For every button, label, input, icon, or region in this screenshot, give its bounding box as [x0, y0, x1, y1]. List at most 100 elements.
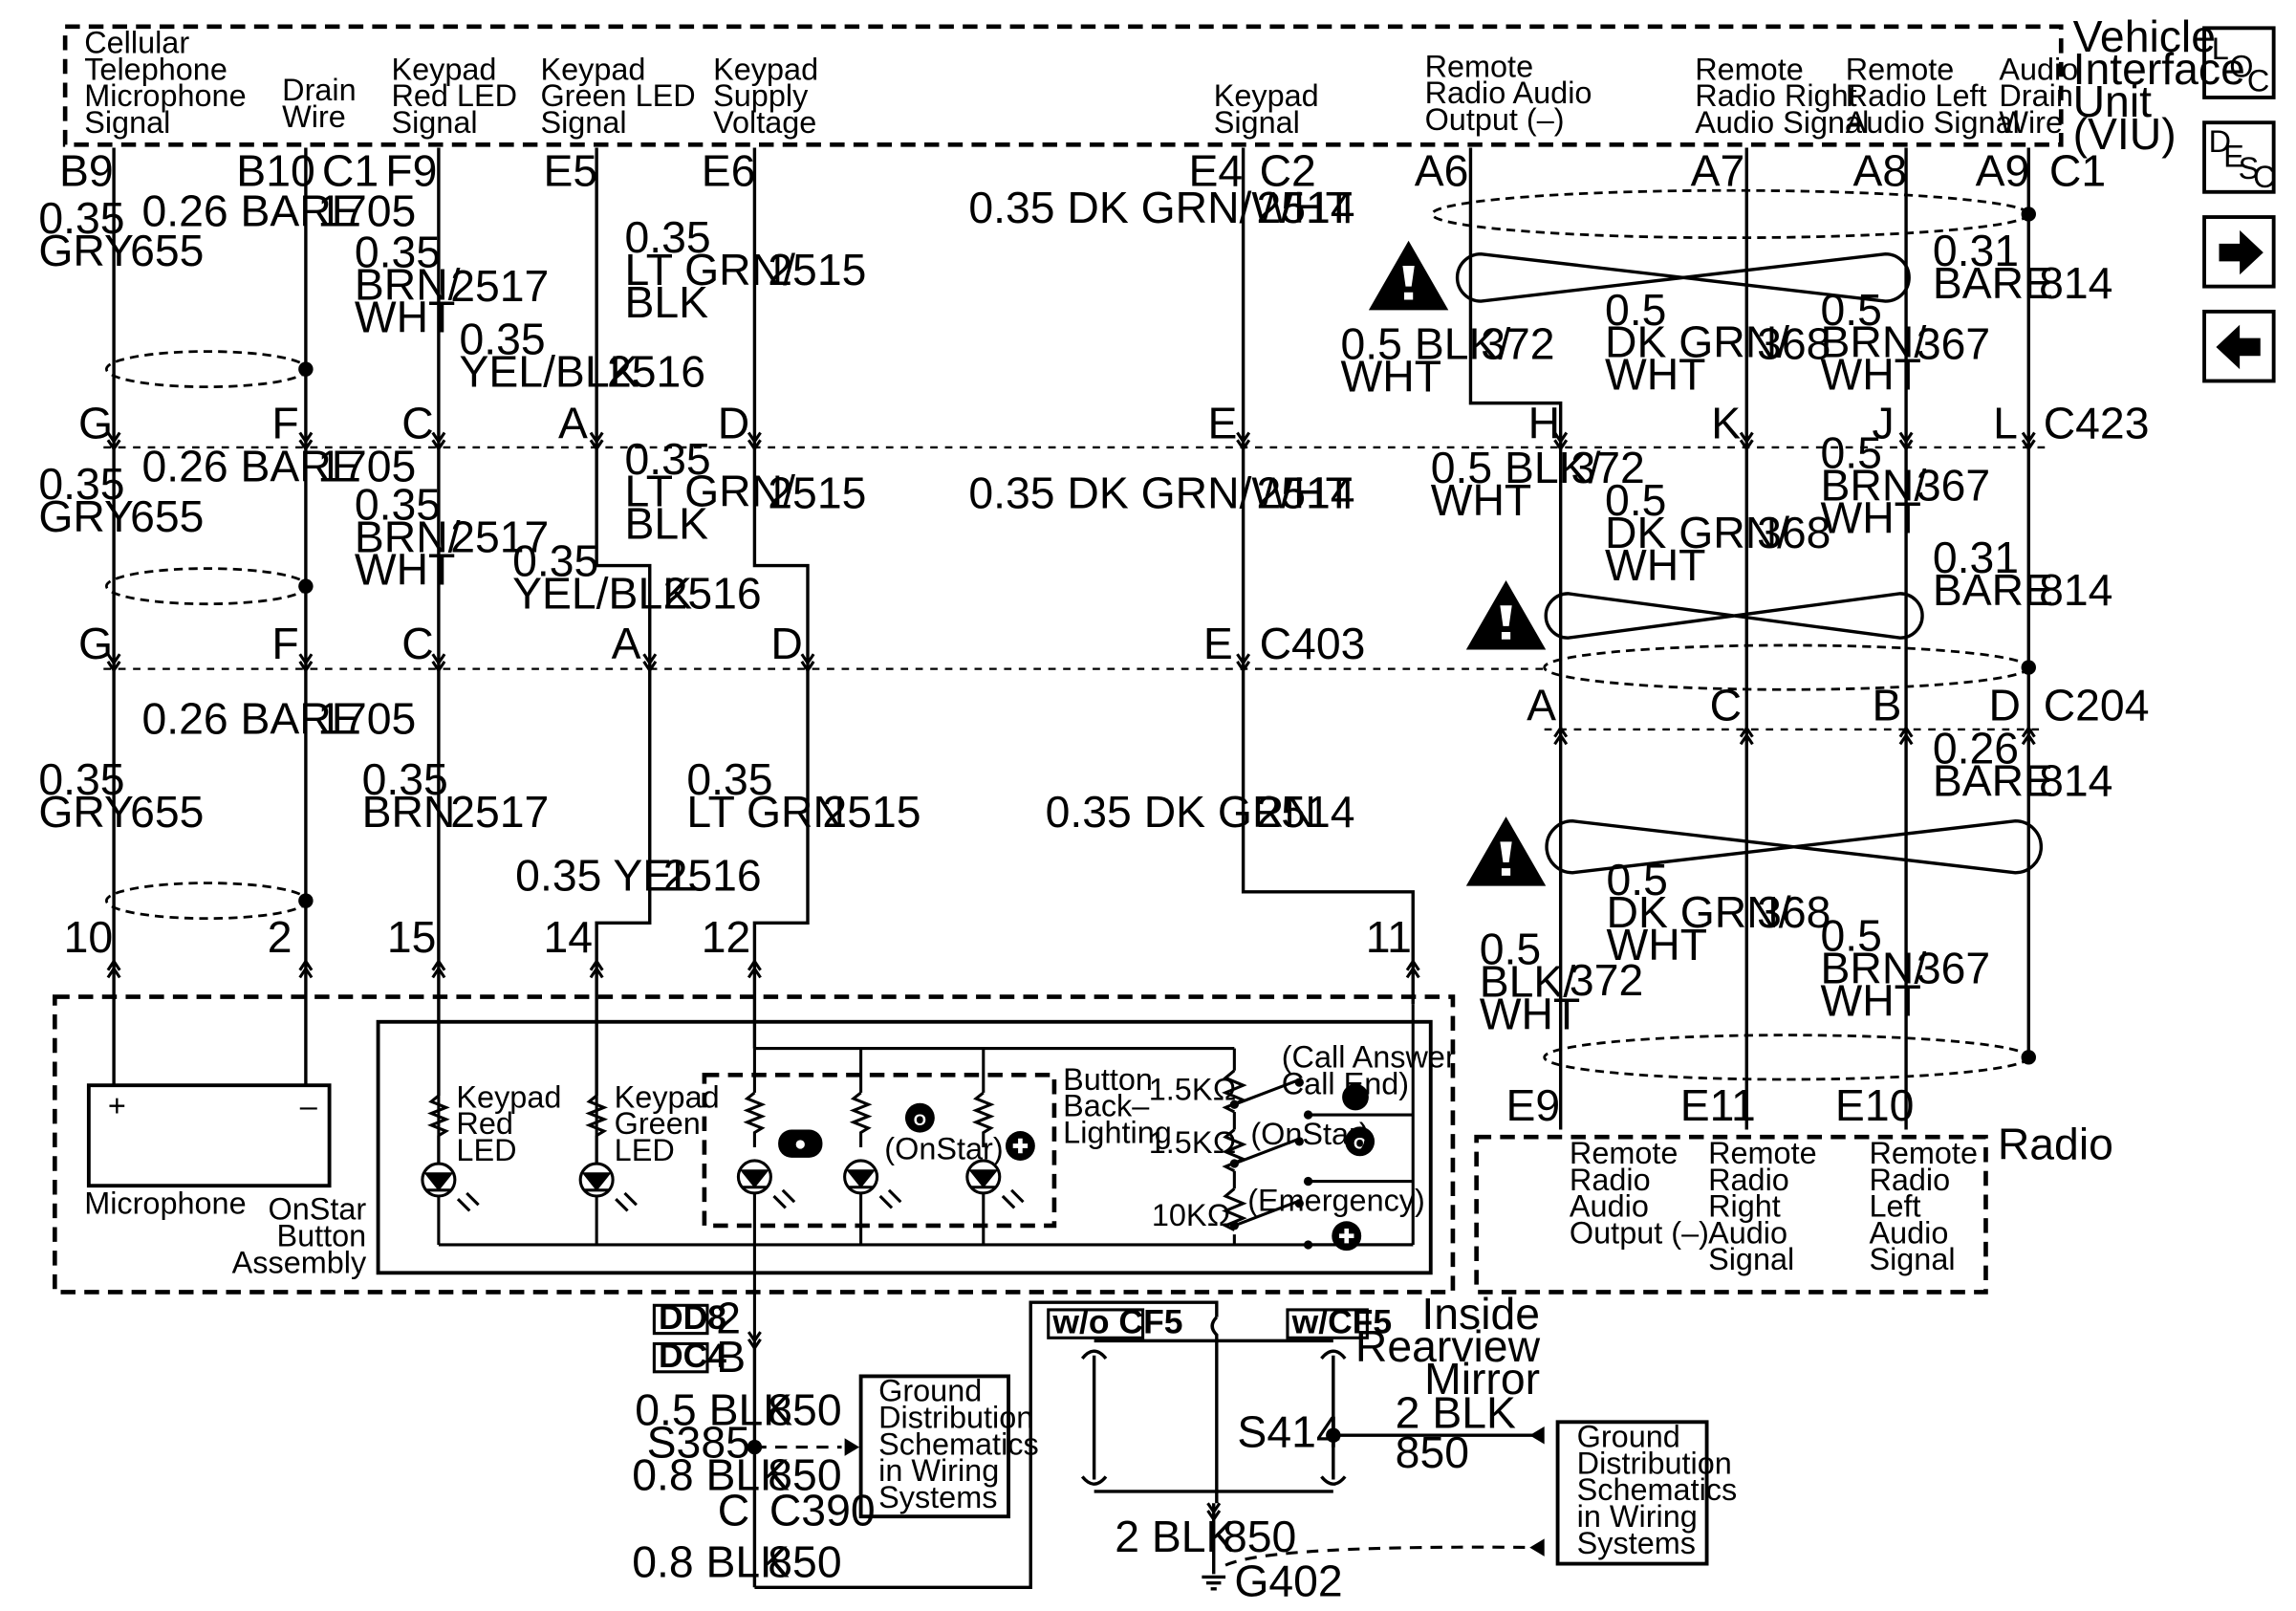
viu-header: Voltage: [713, 105, 816, 140]
viu-pin: F9: [385, 146, 437, 196]
button-assembly-frame: [376, 1019, 1433, 1275]
wire-label: WHT: [1341, 351, 1441, 401]
radio-column: Radio: [1869, 1163, 1950, 1197]
assembly-label: OnStar: [268, 1192, 366, 1227]
viu-header: Remote: [1695, 52, 1804, 86]
wire-label: 0.35: [355, 480, 441, 530]
connector-pin: A: [612, 619, 641, 668]
ground-ref-box-1[interactable]: [858, 1374, 1010, 1519]
connector-lines: [103, 446, 2046, 731]
wire-label: 2516: [663, 568, 762, 618]
wire-label: 368: [1757, 887, 1830, 937]
nav-text: L: [2212, 32, 2229, 66]
radio-column: Signal: [1708, 1242, 1794, 1276]
viu-header: Keypad: [540, 52, 645, 86]
onstar-pin: 11: [1366, 912, 1412, 962]
wire-label: 0.35: [460, 315, 546, 364]
wire-label: 2514: [1257, 468, 1355, 517]
radio-column: Audio: [1570, 1189, 1649, 1224]
leds: [421, 1159, 1025, 1212]
viu-title: Interface: [2073, 44, 2245, 94]
wire-label: 0.5 BLK/: [1431, 443, 1601, 492]
wire-label: 655: [130, 787, 204, 837]
viu-pin: A6: [1415, 146, 1469, 196]
ground-ref-text: Ground: [878, 1374, 982, 1408]
wire-label: GRY: [38, 787, 134, 837]
radio-pin: E9: [1506, 1080, 1561, 1130]
radio-column: Signal: [1869, 1242, 1955, 1276]
radio-pin: E10: [1835, 1080, 1914, 1130]
ground-dashed-links: [754, 1446, 1544, 1567]
wire-label: DK GRN/: [1607, 887, 1791, 937]
viu-pin: B9: [59, 146, 114, 196]
connector-pin: E: [1208, 399, 1238, 448]
wire-label: 372: [1570, 443, 1644, 492]
microphone-box: [86, 1083, 332, 1188]
connector-pin: C: [1710, 681, 1742, 730]
shield-drain-dots: [298, 207, 2036, 1065]
onstar-button-icon: [904, 1102, 935, 1133]
connector-pin: C: [401, 399, 433, 448]
resistor-label: 1.5KΩ: [1149, 1125, 1237, 1160]
wire-label: BRN/: [355, 512, 461, 562]
wire-label: YEL/BLK: [512, 568, 692, 618]
onstar-pin: 15: [387, 912, 437, 962]
location-button[interactable]: [2202, 26, 2276, 99]
connector-pin: A: [1527, 681, 1556, 730]
wire-label: 0.31: [1933, 533, 2019, 582]
viu-header: Signal: [84, 105, 170, 140]
radio-column: Audio: [1708, 1215, 1787, 1250]
viu-pin: E5: [544, 146, 598, 196]
wire-label: GRY: [38, 491, 134, 541]
wire-label: 814: [2039, 565, 2112, 615]
wire-label: BRN/: [355, 260, 461, 310]
wire-label: 2515: [822, 787, 921, 837]
wire-label: 814: [2039, 755, 2112, 805]
onstar-pin: 10: [64, 912, 114, 962]
emergency-label: (Emergency): [1247, 1183, 1425, 1217]
wire-label: 0.35: [624, 212, 710, 262]
wire-label: 367: [1917, 461, 1990, 511]
wire-label: WHT: [1820, 493, 1920, 543]
connector-pin: D: [718, 399, 749, 448]
viu-pin: C1: [2049, 146, 2106, 196]
onstar-pin: 12: [702, 912, 751, 962]
wire-label: WHT: [1607, 920, 1707, 969]
backlighting-label: Back–: [1063, 1089, 1150, 1123]
connector-c390: C390: [769, 1485, 876, 1535]
wire-label: WHT: [1605, 350, 1705, 400]
assembly-label: Assembly: [232, 1245, 367, 1279]
radio-column: Left: [1869, 1189, 1920, 1224]
wire-label: LT GRN/: [624, 467, 795, 516]
warning-icon: [1465, 816, 1547, 886]
wire-label: WHT: [1820, 350, 1920, 400]
wire-label: 0.35 DK GRN/WHT: [968, 183, 1353, 232]
viu-header: Cellular: [84, 26, 189, 60]
wire-label: 0.8 BLK: [632, 1449, 790, 1499]
onstar-switch-label: (OnStar): [1250, 1117, 1369, 1151]
ground-ref-box-2[interactable]: [1555, 1420, 1709, 1566]
wire-label: 0.5: [1605, 475, 1666, 525]
splice-s414: S414: [1237, 1407, 1340, 1457]
radio-column: Radio: [1570, 1163, 1651, 1197]
viu-header: Radio Left: [1846, 78, 1987, 113]
wire-label: 372: [1481, 318, 1554, 368]
connector-pin: F: [271, 399, 298, 448]
wire-label: BARE: [1933, 755, 2053, 805]
w-cf5-tag: [1286, 1308, 1369, 1339]
connector-pin: C: [401, 619, 433, 668]
wire-label: WHT: [1820, 976, 1920, 1026]
radio-column: Audio: [1869, 1215, 1948, 1250]
wire-label: 850: [1396, 1427, 1469, 1477]
twisted-pairs: [1455, 251, 2044, 875]
viu-header: Drain: [1999, 78, 2072, 113]
wire-label: 1705: [317, 694, 416, 744]
nav-text: E: [2223, 140, 2244, 174]
viu-pin: C1: [322, 146, 379, 196]
dc4-tag: [652, 1341, 709, 1374]
call-answer-label: Call End): [1282, 1066, 1409, 1100]
wire-label: BRN/: [1820, 461, 1926, 511]
wire-label: 2516: [607, 347, 705, 397]
wire-label: BLK: [624, 277, 708, 327]
description-button[interactable]: [2202, 120, 2276, 194]
